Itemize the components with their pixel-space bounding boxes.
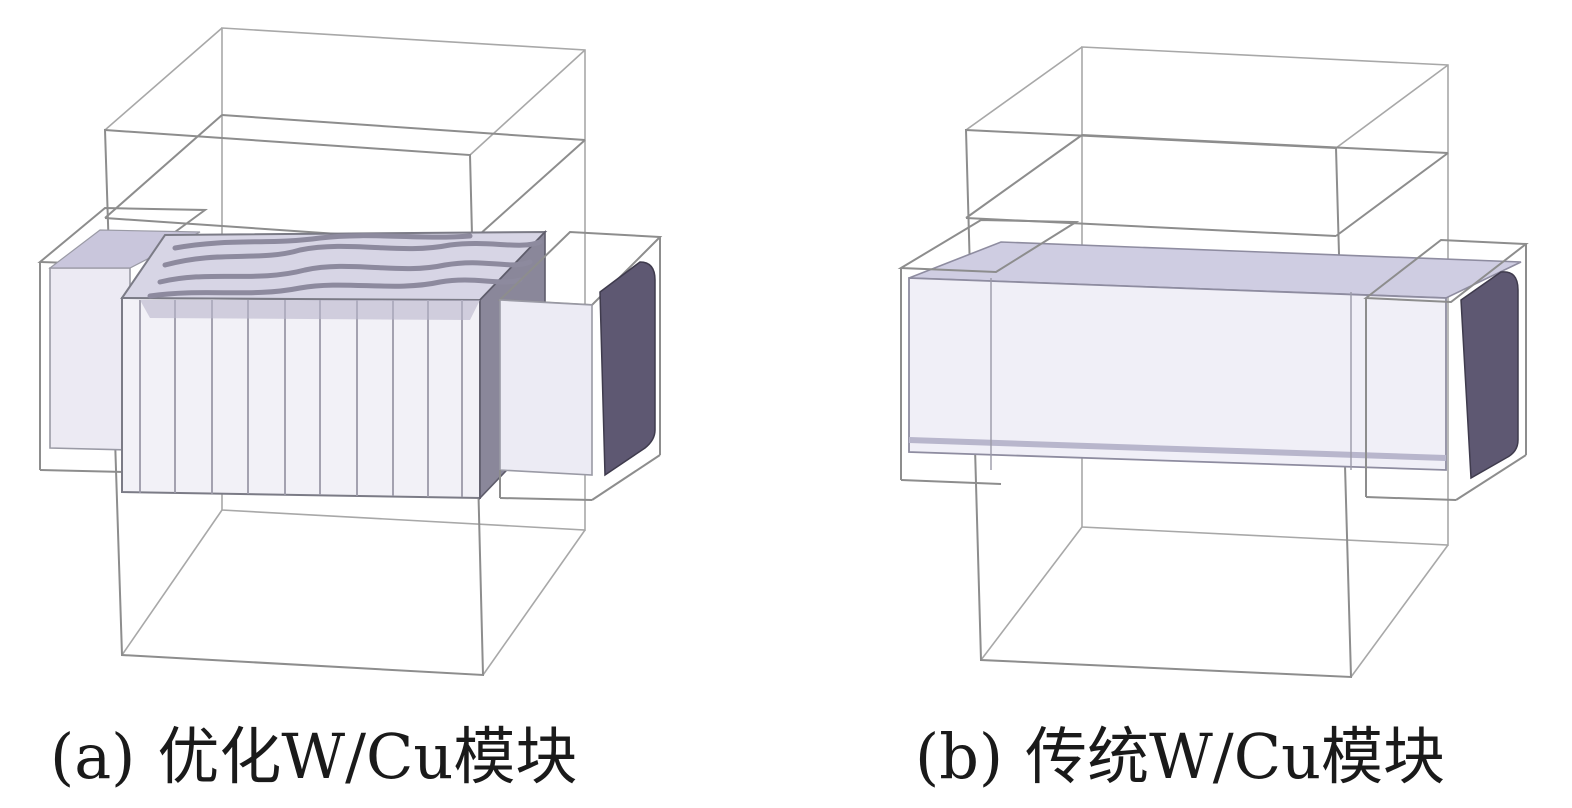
panel-conventional-module <box>786 0 1572 700</box>
panel-a-title: 优化W/Cu模块 <box>157 720 578 793</box>
conventional-module-drawing <box>897 46 1529 679</box>
caption-panel-a: (a) 优化W/Cu模块 <box>50 712 577 802</box>
panel-b-label: (b) <box>915 720 1004 793</box>
left-pipe-box <box>37 206 208 473</box>
panel-b-title: 传统W/Cu模块 <box>1025 720 1446 793</box>
panel-optimized-module <box>0 0 786 700</box>
optimized-module-drawing <box>37 27 663 677</box>
right-pipe-box <box>1363 238 1529 501</box>
panel-a-label: (a) <box>50 720 136 793</box>
heat-sink-block <box>120 230 548 500</box>
right-pipe-box <box>497 230 663 501</box>
cooling-pipe <box>908 241 1522 471</box>
left-pipe-box <box>897 218 1080 485</box>
caption-panel-b: (b) 传统W/Cu模块 <box>915 712 1445 802</box>
